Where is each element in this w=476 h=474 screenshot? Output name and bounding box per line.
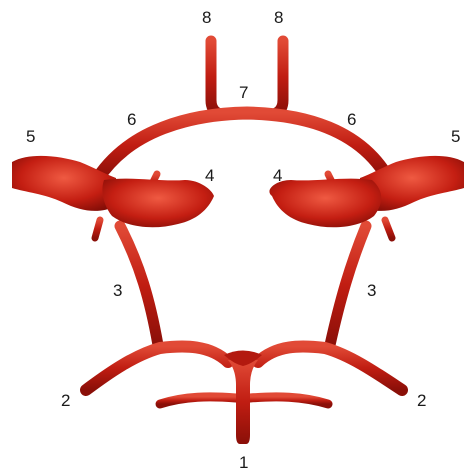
label-2-left: 2 (61, 391, 70, 410)
label-8-left: 8 (202, 8, 211, 27)
label-3-right: 3 (367, 281, 376, 300)
label-4-right: 4 (273, 166, 282, 185)
vessel-4-left (102, 179, 214, 228)
branch-lower-left (160, 397, 236, 404)
label-7: 7 (239, 83, 248, 102)
label-6-right: 6 (347, 110, 356, 129)
vessel-4-right (269, 179, 381, 228)
label-6-left: 6 (127, 110, 136, 129)
vessel-8-right (276, 41, 283, 113)
label-1: 1 (239, 453, 248, 472)
vessel-3-right (330, 226, 366, 345)
label-5-left: 5 (26, 127, 35, 146)
label-5-right: 5 (451, 127, 460, 146)
vessel-2-left (86, 346, 228, 390)
vessel-3-left (120, 226, 158, 345)
vessel-8-left (211, 41, 218, 113)
branch-stub-right (385, 220, 392, 238)
label-4-left: 4 (205, 166, 214, 185)
label-2-right: 2 (417, 391, 426, 410)
branch-lower-right (250, 397, 328, 404)
label-3-left: 3 (113, 281, 122, 300)
branch-stub-left (95, 220, 100, 238)
vessel-2-right (258, 346, 402, 390)
label-8-right: 8 (274, 8, 283, 27)
vessel-6-7-arch (98, 113, 388, 178)
